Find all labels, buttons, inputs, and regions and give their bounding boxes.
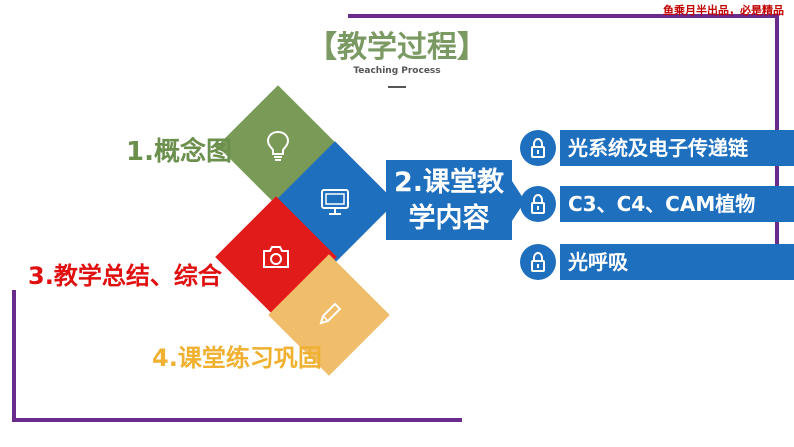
monitor-icon (321, 189, 349, 215)
class-content-box[interactable]: 2.课堂教 学内容 (386, 160, 512, 240)
page-title: 【教学过程】 (307, 30, 487, 65)
lock-icon (520, 186, 556, 222)
frame-bottom-line (12, 418, 462, 422)
label-practice[interactable]: 4.课堂练习巩固 (152, 344, 322, 372)
frame-left-line (12, 290, 16, 422)
diamond-concept-map[interactable] (217, 85, 339, 207)
class-content-line1: 2.课堂教 (393, 167, 505, 198)
frame-right-line (775, 14, 779, 244)
content-item-label: 光呼吸 (560, 244, 794, 280)
lightbulb-icon (266, 130, 290, 161)
lock-icon (520, 130, 556, 166)
label-summary[interactable]: 3.教学总结、综合 (28, 262, 222, 290)
title-divider (388, 86, 406, 88)
page-subtitle: Teaching Process (353, 66, 441, 76)
label-concept-map[interactable]: 1.概念图 (126, 137, 232, 167)
diamond-class-content[interactable] (274, 141, 396, 263)
pencil-icon (319, 302, 342, 325)
frame-top-line (348, 14, 778, 18)
content-item-label: C3、C4、CAM植物 (560, 186, 794, 222)
content-item-label: 光系统及电子传递链 (560, 130, 794, 166)
camera-icon (263, 246, 289, 268)
watermark: 鱼乘月半出品，必是精品 (663, 4, 784, 17)
diamond-summary[interactable] (215, 196, 337, 318)
diamond-practice[interactable] (268, 254, 390, 376)
class-content-line2: 学内容 (408, 203, 490, 234)
lock-icon (520, 244, 556, 280)
